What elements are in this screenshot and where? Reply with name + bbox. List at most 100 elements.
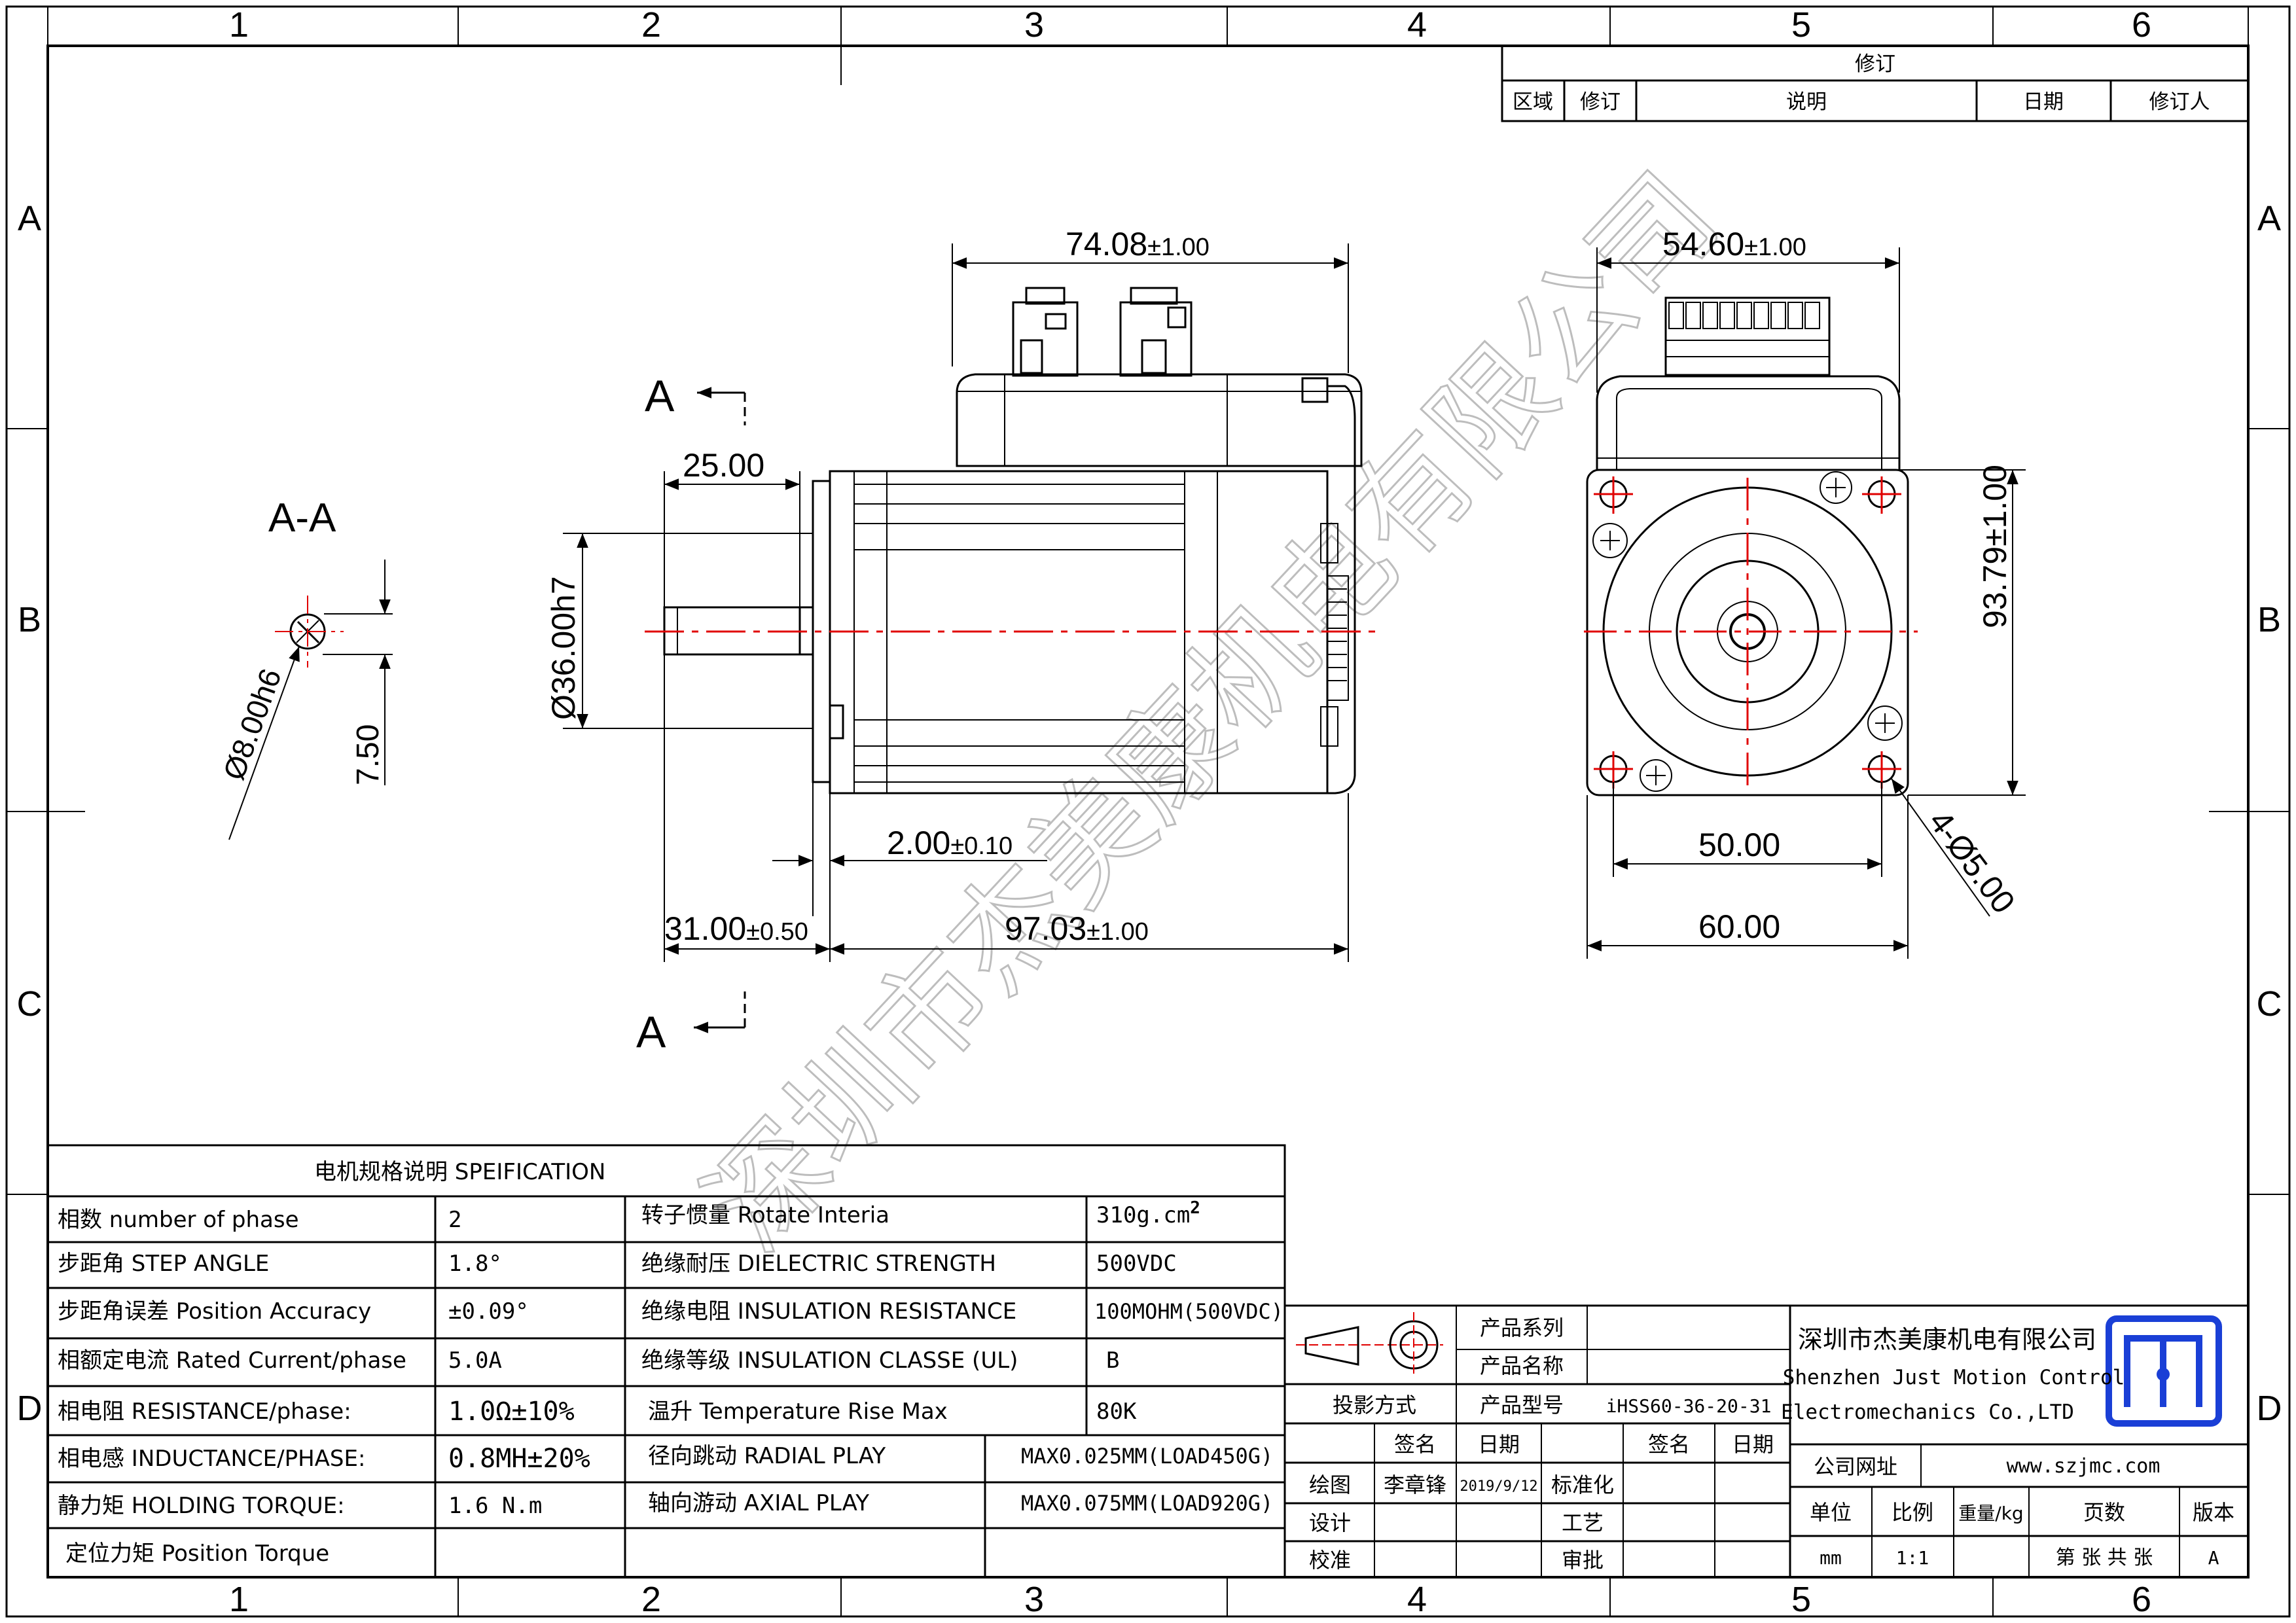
- spec-value-axial: MAX0.075MM(LOAD920G): [1021, 1491, 1273, 1516]
- tb-product-series: 产品系列: [1480, 1315, 1564, 1340]
- tb-sign: 签名: [1394, 1432, 1436, 1457]
- spec-value-resistance: 1.0Ω±10%: [448, 1397, 575, 1427]
- tb-sign2: 签名: [1648, 1432, 1690, 1457]
- revision-header-date: 日期: [2023, 90, 2064, 114]
- tb-check: 校准: [1309, 1548, 1351, 1573]
- side-driver-housing: [1596, 375, 1901, 470]
- connector-right: [1119, 301, 1193, 377]
- revision-table: 修订 区域 修订 说明 日期 修订人: [1501, 45, 2250, 122]
- spec-value-temp-rise: 80K: [1096, 1399, 1137, 1425]
- section-marker-bottom: A: [636, 1007, 666, 1057]
- dim-shaft-length: 25.00: [683, 447, 764, 484]
- section-view-aa: A-A 7.50 Ø8.00h6: [217, 495, 393, 840]
- spec-label-inertia: 转子惯量 Rotate Interia: [641, 1202, 889, 1228]
- spec-label-current: 相额定电流 Rated Current/phase: [58, 1347, 406, 1374]
- tb-date: 日期: [1478, 1432, 1520, 1457]
- row-label-c-right: C: [2257, 984, 2282, 1024]
- tb-drawn-date: 2019/9/12: [1460, 1478, 1537, 1495]
- section-markers: [694, 387, 746, 1033]
- section-marker-top: A: [645, 371, 675, 421]
- spec-value-dielectric: 500VDC: [1096, 1251, 1177, 1277]
- spec-label-insulation-class: 绝缘等级 INSULATION CLASSE (UL): [641, 1347, 1018, 1374]
- tb-product-model: 产品型号: [1480, 1393, 1564, 1418]
- tb-drawn: 绘图: [1309, 1472, 1351, 1497]
- tb-website-label: 公司网址: [1814, 1454, 1897, 1479]
- tb-unit: mm: [1820, 1547, 1842, 1569]
- spec-value-accuracy: ±0.09°: [448, 1298, 529, 1325]
- spec-title: 电机规格说明 SPEIFICATION: [314, 1159, 605, 1185]
- tb-version: A: [2208, 1547, 2219, 1569]
- tb-scale: 1:1: [1896, 1547, 1929, 1569]
- watermark: 深圳市杰美康机电有限公司: [680, 149, 1744, 1275]
- row-label-d-right: D: [2257, 1389, 2282, 1428]
- projection-symbol: [1296, 1312, 1443, 1378]
- row-label-c-left: C: [17, 984, 43, 1024]
- section-title: A-A: [268, 495, 336, 541]
- tb-design: 设计: [1309, 1510, 1351, 1535]
- tb-scale-label: 比例: [1892, 1500, 1933, 1525]
- dim-flat-depth: 7.50: [351, 724, 386, 785]
- side-centerlines: [1584, 476, 1918, 789]
- row-label-b-left: B: [18, 600, 41, 639]
- revision-header-rev: 修订: [1580, 90, 1621, 114]
- revision-header-desc: 说明: [1786, 90, 1827, 114]
- dim-side-height: 93.79±1.00: [1977, 465, 2013, 628]
- spec-value-inertia: 310g.cm2: [1096, 1198, 1200, 1228]
- tb-unit-label: 单位: [1810, 1500, 1852, 1525]
- dim-front-width: 74.08±1.00: [1066, 226, 1210, 262]
- tb-version-label: 版本: [2193, 1500, 2234, 1525]
- side-dimensions: [1587, 247, 2026, 959]
- spec-value-step-angle: 1.8°: [448, 1251, 502, 1277]
- dim-pilot-dia: Ø36.00h7: [545, 576, 582, 720]
- row-label-a-left: A: [18, 199, 41, 238]
- col-label-2-top: 2: [641, 5, 661, 45]
- tb-product-name: 产品名称: [1480, 1353, 1564, 1378]
- revision-header-area: 区域: [1513, 90, 1553, 114]
- col-label-1-top: 1: [229, 5, 249, 45]
- col-label-3-bottom: 3: [1024, 1580, 1044, 1619]
- spec-label-inductance: 相电感 INDUCTANCE/PHASE:: [58, 1446, 365, 1472]
- spec-label-accuracy: 步距角误差 Position Accuracy: [58, 1298, 371, 1325]
- spec-label-step-angle: 步距角 STEP ANGLE: [58, 1251, 269, 1277]
- col-label-6-top: 6: [2132, 5, 2151, 45]
- tb-model-value: iHSS60-36-20-31: [1606, 1395, 1772, 1417]
- dim-body-length: 97.03±1.00: [1005, 910, 1149, 947]
- spec-label-resistance: 相电阻 RESISTANCE/phase:: [58, 1399, 351, 1425]
- tb-projection: 投影方式: [1333, 1393, 1416, 1418]
- screws: [1592, 471, 1903, 792]
- spec-value-current: 5.0A: [448, 1347, 502, 1374]
- spec-table-text: 电机规格说明 SPEIFICATION 相数 number of phase 2…: [58, 1159, 1283, 1567]
- tb-website: www.szjmc.com: [2007, 1455, 2161, 1478]
- spec-value-holding: 1.6 N.m: [448, 1493, 542, 1519]
- front-dimensions: [563, 243, 1349, 962]
- spec-value-phase: 2: [448, 1207, 461, 1233]
- spec-value-insulation-res: 100MOHM(500VDC): [1094, 1299, 1283, 1324]
- tb-company-cn: 深圳市杰美康机电有限公司: [1798, 1325, 2096, 1354]
- col-label-4-top: 4: [1407, 5, 1427, 45]
- spec-label-axial: 轴向游动 AXIAL PLAY: [648, 1490, 869, 1516]
- spec-label-position-torque: 定位力矩 Position Torque: [65, 1541, 329, 1567]
- col-label-1-bottom: 1: [229, 1580, 249, 1619]
- title-block: [1283, 1304, 2250, 1578]
- tb-company-en2: Electromechanics Co.,LTD: [1781, 1400, 2074, 1424]
- col-label-3-top: 3: [1024, 5, 1044, 45]
- spec-label-phase: 相数 number of phase: [58, 1207, 299, 1233]
- spec-label-holding: 静力矩 HOLDING TORQUE:: [58, 1493, 345, 1519]
- driver-housing: [956, 373, 1363, 467]
- row-label-d-left: D: [17, 1389, 43, 1428]
- col-label-6-bottom: 6: [2132, 1580, 2151, 1619]
- tb-weight-label: 重量/kg: [1958, 1503, 2023, 1524]
- dim-side-width: 54.60±1.00: [1662, 226, 1806, 262]
- tb-company-en1: Shenzhen Just Motion Control: [1783, 1366, 2125, 1389]
- dim-hole-pitch: 50.00: [1698, 827, 1780, 863]
- spec-value-insulation-class: B: [1106, 1347, 1119, 1374]
- tb-approve: 审批: [1562, 1548, 1604, 1573]
- tb-drawer: 李章锋: [1384, 1472, 1446, 1497]
- revision-title: 修订: [1855, 52, 1895, 76]
- tb-pages: 第 张 共 张: [2056, 1546, 2153, 1569]
- spec-value-inductance: 0.8MH±20%: [448, 1444, 590, 1474]
- dim-shaft-dia: Ø8.00h6: [217, 664, 288, 785]
- terminal-block: [1664, 296, 1831, 376]
- spec-value-radial: MAX0.025MM(LOAD450G): [1021, 1444, 1273, 1469]
